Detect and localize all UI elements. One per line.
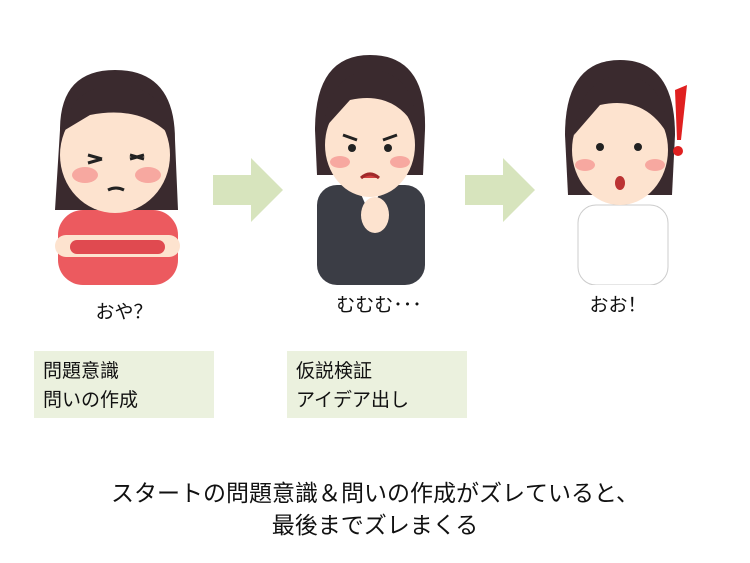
box-line: アイデア出し [296,389,410,411]
puzzled-girl-illustration [55,70,180,285]
summary-text: スタートの問題意識＆問いの作成がズレていると、 最後までズレまくる [0,478,750,542]
arrow-right-icon [465,158,535,222]
stage-3-caption: おお！ [589,294,647,316]
thinking-woman-illustration [315,55,426,285]
box-line: 問題意識 [43,360,120,382]
stage-2-box: 仮説検証 アイデア出し [287,351,467,418]
stage-2-caption: むむむ･･･ [336,294,422,316]
summary-line-1: スタートの問題意識＆問いの作成がズレていると、 [110,481,640,507]
box-line: 仮説検証 [296,360,373,382]
arrow-right-icon [213,158,283,222]
box-line: 問いの作成 [43,389,139,411]
stage-1-box: 問題意識 問いの作成 [34,351,214,418]
stage-1-caption: おや？ [95,301,153,323]
surprised-woman-illustration [565,60,687,285]
summary-line-2: 最後までズレまくる [271,513,479,539]
